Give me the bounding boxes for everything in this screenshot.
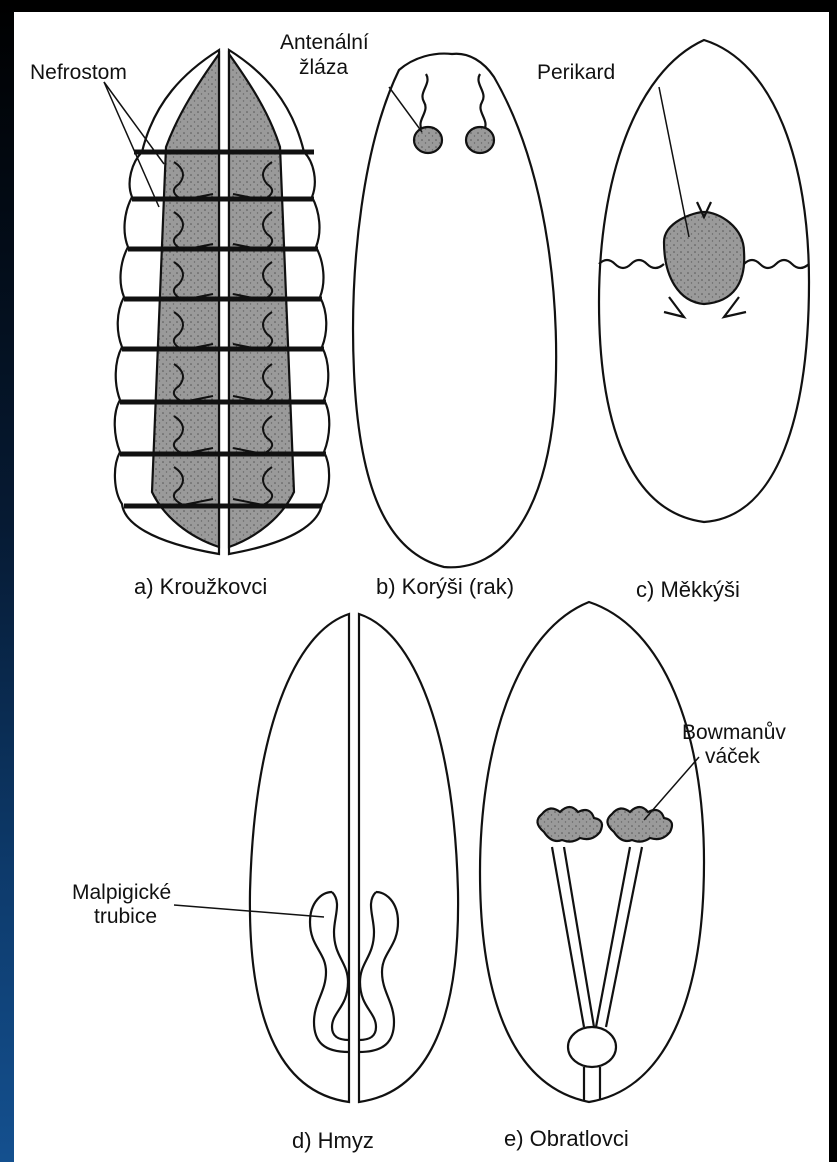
caption-c: c) Měkkýši: [636, 577, 740, 602]
malpighian-tubule-right-outer: [359, 892, 398, 1052]
label-malpigicke-line1: Malpigické: [72, 880, 171, 905]
bowmanuv-pointer-line: [644, 757, 699, 820]
caption-d: d) Hmyz: [292, 1128, 374, 1153]
bowman-capsule-right: [607, 807, 672, 842]
label-antenalni-line2: žláza: [299, 55, 348, 80]
caption-b: b) Korýši (rak): [376, 574, 514, 599]
figure-sheet: Nefrostom Antenální žláza Perikard Malpi…: [14, 12, 829, 1162]
urinary-bladder: [568, 1027, 616, 1067]
label-bowmanuv-line1: Bowmanův: [682, 720, 786, 745]
insect-right-half-outline: [359, 614, 458, 1102]
ureter-right: [596, 847, 642, 1027]
label-malpigicke-line2: trubice: [94, 904, 157, 929]
crustacean-diagram: [353, 54, 556, 568]
mollusc-pericardium: [664, 212, 744, 304]
ureter-left: [552, 847, 594, 1027]
label-nefrostom: Nefrostom: [30, 60, 127, 85]
nefrostom-pointer-lines: [104, 82, 164, 207]
label-antenalni-line1: Antenální: [280, 30, 369, 55]
annelid-septa: [120, 152, 326, 506]
caption-e: e) Obratlovci: [504, 1126, 629, 1151]
insect-left-half-outline: [250, 614, 349, 1102]
caption-a: a) Kroužkovci: [134, 574, 267, 599]
mollusc-diagram: [599, 40, 809, 522]
left-gradient-edge: [0, 0, 14, 1162]
antenalni-pointer-line: [389, 87, 422, 132]
mollusc-duct-left: [599, 260, 664, 268]
annelid-diagram: [104, 50, 329, 554]
insect-diagram: [174, 614, 458, 1102]
malpighian-tubule-left-inner: [332, 892, 349, 1040]
antennal-gland-left: [414, 127, 442, 153]
malpighian-tubule-right-inner: [359, 892, 376, 1040]
urethra: [584, 1067, 600, 1100]
label-perikard: Perikard: [537, 60, 615, 85]
perikard-pointer-line: [659, 87, 689, 237]
crustacean-body-outline: [353, 54, 556, 568]
vertebrate-diagram: [480, 602, 704, 1102]
mollusc-duct-right: [744, 260, 809, 268]
label-bowmanuv-line2: váček: [705, 744, 760, 769]
antennal-gland-right: [466, 127, 494, 153]
bowman-capsule-left: [537, 807, 602, 842]
